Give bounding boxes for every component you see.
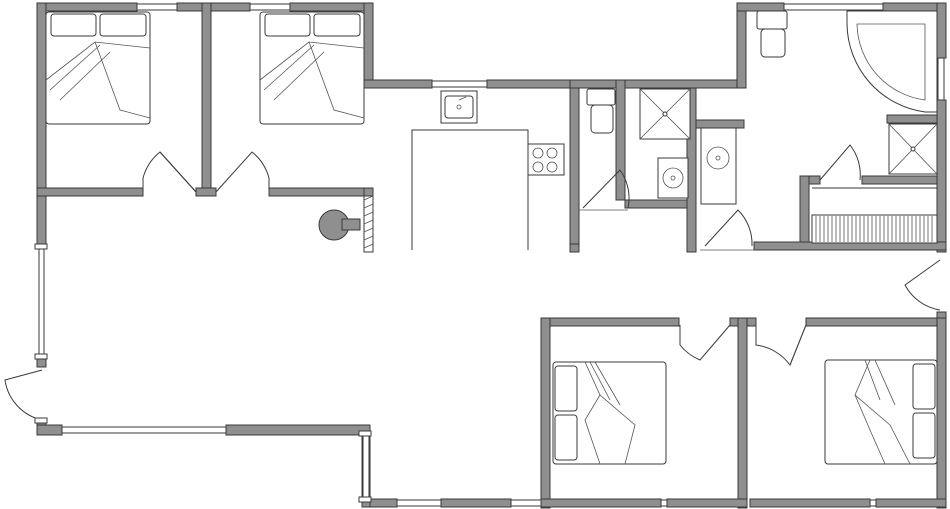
windows (38, 3, 945, 507)
washbasin (657, 157, 689, 199)
toilet (586, 88, 616, 106)
bathroom-large (756, 10, 938, 244)
sauna-bench (811, 187, 938, 244)
washbasin (700, 127, 737, 205)
double-bed (45, 11, 151, 125)
door-swing (142, 151, 197, 193)
cooktop (527, 143, 565, 176)
corner-spa-bath (846, 10, 938, 113)
kitchen (411, 90, 565, 250)
bathroom-small (586, 88, 737, 205)
double-bed (824, 359, 938, 465)
double-bed (259, 11, 365, 125)
wood-stove (318, 195, 374, 253)
jamb-ticks (34, 243, 372, 503)
double-bed (552, 361, 667, 465)
toilet (756, 10, 788, 30)
